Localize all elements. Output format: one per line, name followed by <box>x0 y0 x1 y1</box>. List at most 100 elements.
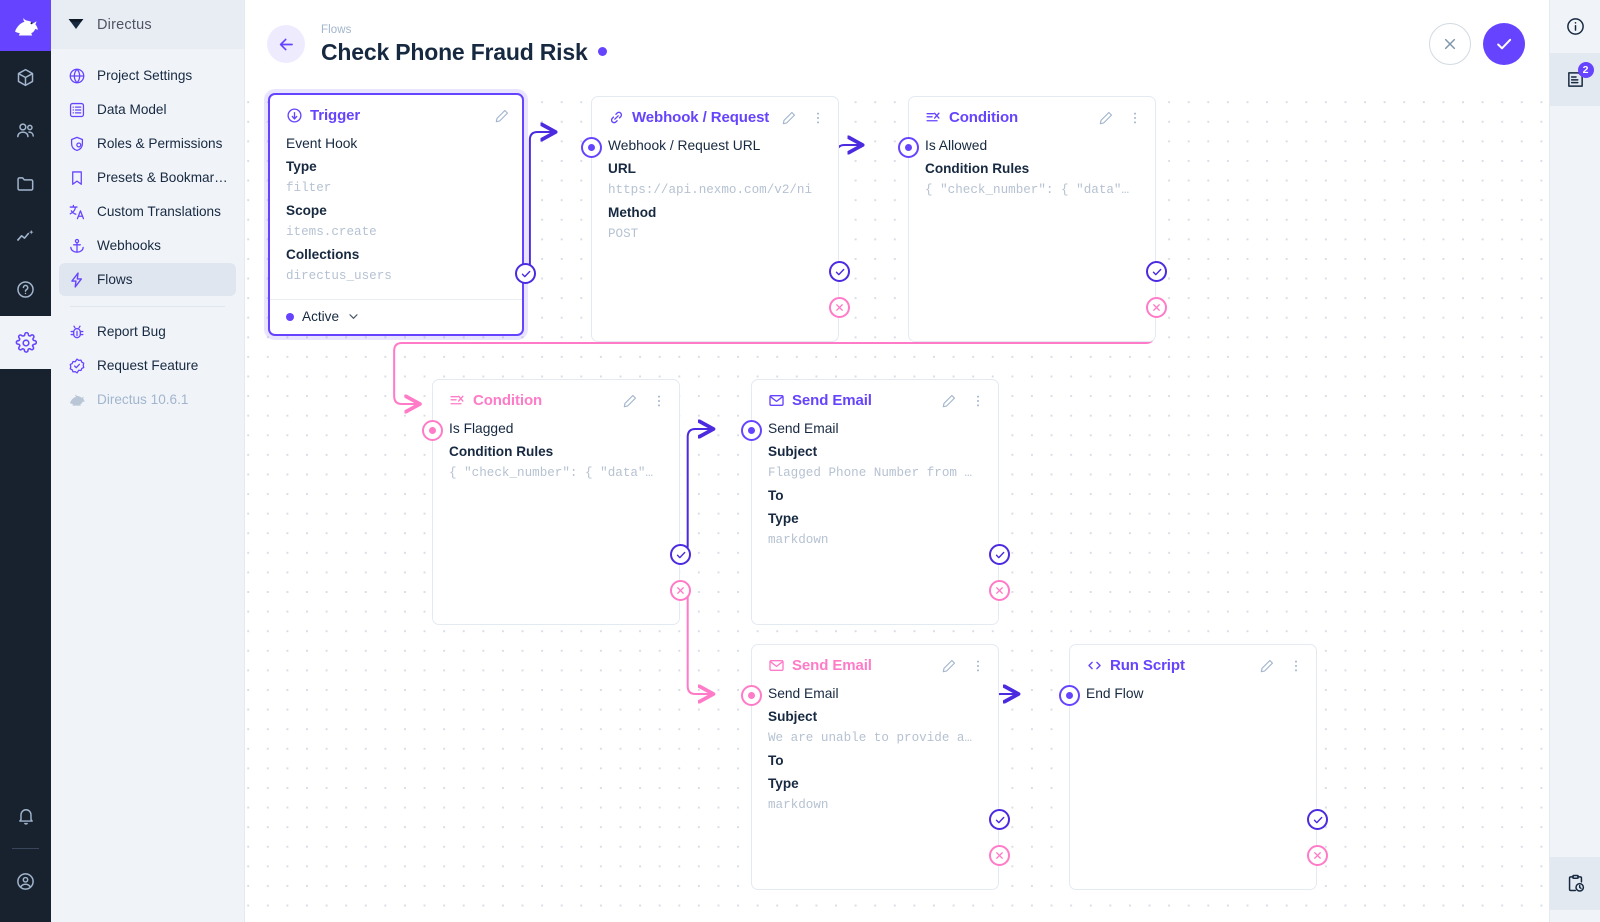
sidebar-item-webhooks[interactable]: Webhooks <box>59 229 236 262</box>
flow-node-send-email-unable[interactable]: Send Email Send Email Subject We are una… <box>741 644 1010 890</box>
sidebar-item-custom-translations[interactable]: Custom Translations <box>59 195 236 228</box>
field-value: Flagged Phone Number from … <box>768 466 973 480</box>
edit-pencil-icon[interactable] <box>941 658 957 674</box>
node-title: Trigger <box>310 107 361 124</box>
more-options-icon[interactable] <box>1127 110 1143 126</box>
rail-item-files[interactable] <box>0 157 51 210</box>
page-title: Check Phone Fraud Risk <box>321 38 588 65</box>
send-email-flagged-reject-port[interactable] <box>989 580 1010 601</box>
sidebar-item-version: Directus 10.6.1 <box>59 383 236 416</box>
sidebar-item-label: Roles & Permissions <box>97 136 223 151</box>
node-header: Webhook / Request U <box>592 97 838 132</box>
sidebar-item-roles-permissions[interactable]: Roles & Permissions <box>59 127 236 160</box>
shield-user-icon <box>68 135 86 153</box>
run-script-reject-port[interactable] <box>1307 845 1328 866</box>
sidebar-item-report-bug[interactable]: Report Bug <box>59 315 236 348</box>
sidebar-item-presets-bookmarks[interactable]: Presets & Bookmar… <box>59 161 236 194</box>
edit-pencil-icon[interactable] <box>1098 110 1114 126</box>
run-script-input-port[interactable] <box>1059 685 1080 706</box>
more-options-icon[interactable] <box>810 110 826 126</box>
node-operation-name: Webhook / Request URL <box>608 138 761 153</box>
cancel-button[interactable] <box>1429 23 1471 65</box>
flow-node-webhook[interactable]: Webhook / Request U Webhook / Request UR… <box>581 96 850 342</box>
send-email-flagged-resolve-port[interactable] <box>989 544 1010 565</box>
webhook-reject-port[interactable] <box>829 297 850 318</box>
more-options-icon[interactable] <box>1288 658 1304 674</box>
rail-item-help[interactable] <box>0 263 51 316</box>
rail-bottom <box>0 789 51 922</box>
node-operation-name: Event Hook <box>286 136 358 151</box>
edit-pencil-icon[interactable] <box>622 393 638 409</box>
sidebar-item-project-settings[interactable]: Project Settings <box>59 59 236 92</box>
field-key: Type <box>286 159 317 174</box>
link-icon <box>608 109 625 126</box>
sidebar-item-data-model[interactable]: Data Model <box>59 93 236 126</box>
check-badge-icon <box>68 357 86 375</box>
rail-item-content[interactable] <box>0 51 51 104</box>
condition-flagged-resolve-port[interactable] <box>670 544 691 565</box>
condition-allowed-input-port[interactable] <box>898 137 919 158</box>
rabbit-icon <box>68 391 86 409</box>
node-body: Event Hook Type filter Scope items.creat… <box>270 130 522 299</box>
flow-logs-icon[interactable]: 2 <box>1549 53 1600 106</box>
clipboard-clock-icon[interactable] <box>1549 857 1600 910</box>
rail-item-settings[interactable] <box>0 316 51 369</box>
more-options-icon[interactable] <box>651 393 667 409</box>
send-email-unable-reject-port[interactable] <box>989 845 1010 866</box>
flow-node-send-email-flagged[interactable]: Send Email Send Email Subject Flagged Ph… <box>741 379 1010 625</box>
sidebar-item-flows[interactable]: Flows <box>59 263 236 296</box>
logs-badge-count: 2 <box>1577 62 1594 78</box>
node-operation-name: End Flow <box>1086 686 1144 701</box>
user-circle-icon[interactable] <box>0 855 51 908</box>
send-email-unable-resolve-port[interactable] <box>989 809 1010 830</box>
flow-node-trigger[interactable]: Trigger Event Hook Type filter Scope ite… <box>268 93 536 336</box>
directus-rabbit-logo[interactable] <box>0 0 51 51</box>
webhook-resolve-port[interactable] <box>829 261 850 282</box>
sidebar-item-label: Webhooks <box>97 238 161 253</box>
sidebar-nav: Project Settings Data Model Roles & Perm… <box>51 49 244 416</box>
run-script-resolve-port[interactable] <box>1307 809 1328 830</box>
info-circle-icon[interactable] <box>1550 0 1600 53</box>
field-key: Subject <box>768 709 818 724</box>
flow-node-run-script[interactable]: Run Script End Flow <box>1059 644 1328 890</box>
project-header[interactable]: Directus <box>51 0 244 49</box>
back-button[interactable] <box>267 25 305 63</box>
sidebar-divider <box>70 306 225 307</box>
sidebar-item-label: Project Settings <box>97 68 193 83</box>
sidebar-item-request-feature[interactable]: Request Feature <box>59 349 236 382</box>
more-options-icon[interactable] <box>970 393 986 409</box>
flow-node-condition-is-allowed[interactable]: Condition Is Allowed Condition Rules { "… <box>898 96 1167 342</box>
condition-allowed-reject-port[interactable] <box>1146 297 1167 318</box>
field-value: markdown <box>768 533 829 547</box>
breadcrumb[interactable]: Flows <box>321 23 352 36</box>
field-key: To <box>768 488 784 503</box>
send-email-unable-input-port[interactable] <box>741 685 762 706</box>
condition-flagged-reject-port[interactable] <box>670 580 691 601</box>
field-value: markdown <box>768 798 829 812</box>
trigger-resolve-port[interactable] <box>515 263 536 284</box>
webhook-input-port[interactable] <box>581 137 602 158</box>
flow-editor: Trigger Event Hook Type filter Scope ite… <box>245 0 1549 922</box>
send-email-flagged-input-port[interactable] <box>741 420 762 441</box>
node-header: Trigger <box>270 95 522 130</box>
bell-icon[interactable] <box>0 789 51 842</box>
condition-flagged-input-port[interactable] <box>422 420 443 441</box>
rail-item-insights[interactable] <box>0 210 51 263</box>
edit-pencil-icon[interactable] <box>941 393 957 409</box>
field-value: items.create <box>286 225 377 239</box>
translate-icon <box>68 203 86 221</box>
list-box-icon <box>68 101 86 119</box>
trigger-status-select[interactable]: Active <box>270 299 522 334</box>
rail-item-users[interactable] <box>0 104 51 157</box>
module-rail-items <box>0 51 51 369</box>
edit-pencil-icon[interactable] <box>781 110 797 126</box>
condition-allowed-resolve-port[interactable] <box>1146 261 1167 282</box>
edit-pencil-icon[interactable] <box>1259 658 1275 674</box>
more-options-icon[interactable] <box>970 658 986 674</box>
edit-pencil-icon[interactable] <box>494 108 510 124</box>
save-button[interactable] <box>1483 23 1525 65</box>
trigger-status-label: Active <box>302 309 340 324</box>
rail-divider <box>12 848 39 849</box>
flow-node-condition-is-flagged[interactable]: Condition Is Flagged Condition Rules { "… <box>422 379 691 625</box>
envelope-icon <box>768 657 785 674</box>
